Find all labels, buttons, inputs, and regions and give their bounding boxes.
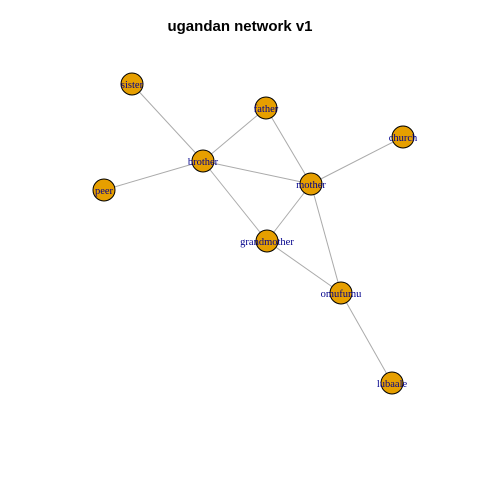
edge-brother-grandmother <box>202 160 268 242</box>
node-circle-omufumu <box>329 281 353 305</box>
node-label-brother: brother <box>188 157 219 168</box>
node-sister: sister <box>120 72 144 96</box>
edge-mother-grandmother <box>266 183 312 242</box>
node-label-lubaale: lubaale <box>377 379 408 390</box>
node-circle-father <box>254 96 278 120</box>
node-omufumu: omufumu <box>321 281 363 305</box>
edge-layer <box>103 83 404 384</box>
node-label-church: church <box>389 133 418 144</box>
node-church: church <box>389 125 418 149</box>
edge-brother-mother <box>202 160 312 185</box>
node-label-father: father <box>254 104 279 115</box>
edge-omufumu-lubaale <box>340 292 393 384</box>
node-circle-grandmother <box>255 229 279 253</box>
edge-sister-brother <box>131 83 204 162</box>
node-layer: sister father church brother peer mother grand… <box>92 72 418 395</box>
node-label-sister: sister <box>121 80 144 91</box>
node-mother: mother <box>296 172 326 196</box>
edge-father-mother <box>265 107 312 185</box>
node-circle-lubaale <box>380 371 404 395</box>
edge-church-mother <box>310 136 404 185</box>
node-father: father <box>254 96 279 120</box>
edge-grandmother-omufumu <box>266 240 342 294</box>
node-lubaale: lubaale <box>377 371 408 395</box>
node-circle-church <box>391 125 415 149</box>
node-label-mother: mother <box>296 180 326 191</box>
node-circle-mother <box>299 172 323 196</box>
node-circle-brother <box>191 149 215 173</box>
edge-mother-omufumu <box>310 183 342 294</box>
plot-title: ugandan network v1 <box>167 18 313 35</box>
node-label-omufumu: omufumu <box>321 289 363 300</box>
edge-father-brother <box>202 107 267 162</box>
node-circle-sister <box>120 72 144 96</box>
node-label-grandmother: grandmother <box>240 237 294 248</box>
node-label-peer: peer <box>95 186 114 197</box>
node-grandmother: grandmother <box>240 229 294 253</box>
node-brother: brother <box>188 149 219 173</box>
node-peer: peer <box>92 178 116 202</box>
edge-peer-brother <box>103 160 204 191</box>
node-circle-peer <box>92 178 116 202</box>
